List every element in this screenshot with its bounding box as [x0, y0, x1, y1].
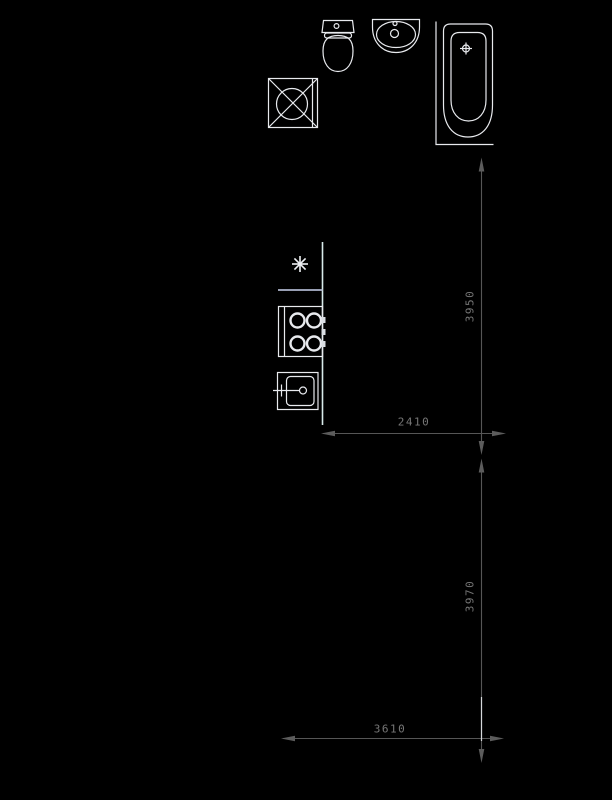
washbasin-icon [371, 18, 421, 54]
dim-arrow-up [478, 157, 485, 172]
bathtub-outer [442, 23, 494, 138]
dimension-lines [281, 157, 506, 763]
dim-arrow-left [321, 430, 335, 437]
dim-arrow-right [490, 735, 504, 742]
stove-burner [305, 335, 323, 352]
kitchen-sink-icon [273, 371, 319, 411]
washbasin-tap [392, 20, 398, 27]
dim-arrow-down [478, 749, 485, 763]
bathtub-icon [435, 21, 494, 146]
stove-knob [321, 341, 326, 347]
dim-label-horizontal-upper: 2410 [397, 415, 431, 429]
boiler-asterisk-icon [292, 256, 308, 272]
dim-arrow-up [478, 458, 485, 473]
dim-arrow-right [492, 430, 506, 437]
dim-label-vertical-upper: 3950 [463, 289, 477, 323]
toilet-bowl [322, 34, 354, 73]
stove-icon [277, 305, 326, 358]
dim-label-vertical-lower: 3970 [463, 579, 477, 613]
toilet-cistern [321, 19, 355, 34]
dim-arrow-left [281, 735, 295, 742]
toilet-icon [321, 19, 355, 73]
shower-icon [267, 77, 319, 129]
dim-label-horizontal-lower: 3610 [373, 722, 407, 736]
stove-burner [305, 312, 323, 329]
bathtub-inner [450, 31, 487, 122]
stove-knob [321, 317, 326, 323]
washbasin-drain [389, 28, 400, 39]
dim-arrow-down [478, 441, 485, 455]
shower-diagonal-2 [268, 78, 318, 128]
bathtub-wall [435, 21, 494, 146]
washbasin-outline [371, 18, 421, 54]
stove-burner [289, 335, 306, 352]
kitchen-sink-tap-head [298, 386, 308, 395]
stove-knob [321, 329, 326, 335]
toilet-seat-hinge [323, 32, 353, 39]
shower-drain-circle [275, 87, 309, 121]
shower-tray [267, 77, 319, 129]
stove-burner [289, 312, 306, 329]
toilet-flush-button [333, 23, 340, 30]
